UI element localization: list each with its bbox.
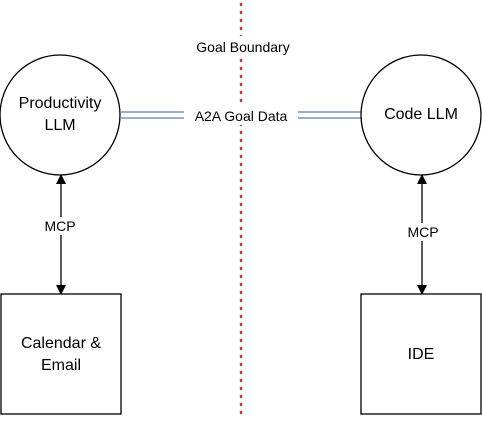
a2a-label-bg [184,106,298,125]
code-llm-label: Code LLM [384,106,458,123]
goal-boundary-label: Goal Boundary [196,39,289,55]
mcp-right-label-bg [398,223,448,241]
a2a-goal-data-label: A2A Goal Data [195,108,288,124]
mcp-left-label: MCP [44,218,75,234]
mcp-right-label: MCP [407,224,438,240]
calendar-email-label-line2: Email [41,357,81,374]
calendar-email-label-line1: Calendar & [21,335,101,352]
code-llm-node: Code LLM [360,54,482,176]
productivity-llm-label-line1: Productivity [19,95,102,112]
productivity-llm-label-line2: LLM [44,117,75,134]
productivity-llm-node: Productivity LLM [0,54,121,176]
calendar-email-node: Calendar & Email [0,293,122,415]
ide-label: IDE [408,346,435,363]
goal-boundary-label-bg [187,36,299,56]
mcp-left-label-bg [36,217,86,235]
ide-node: IDE [360,293,482,415]
